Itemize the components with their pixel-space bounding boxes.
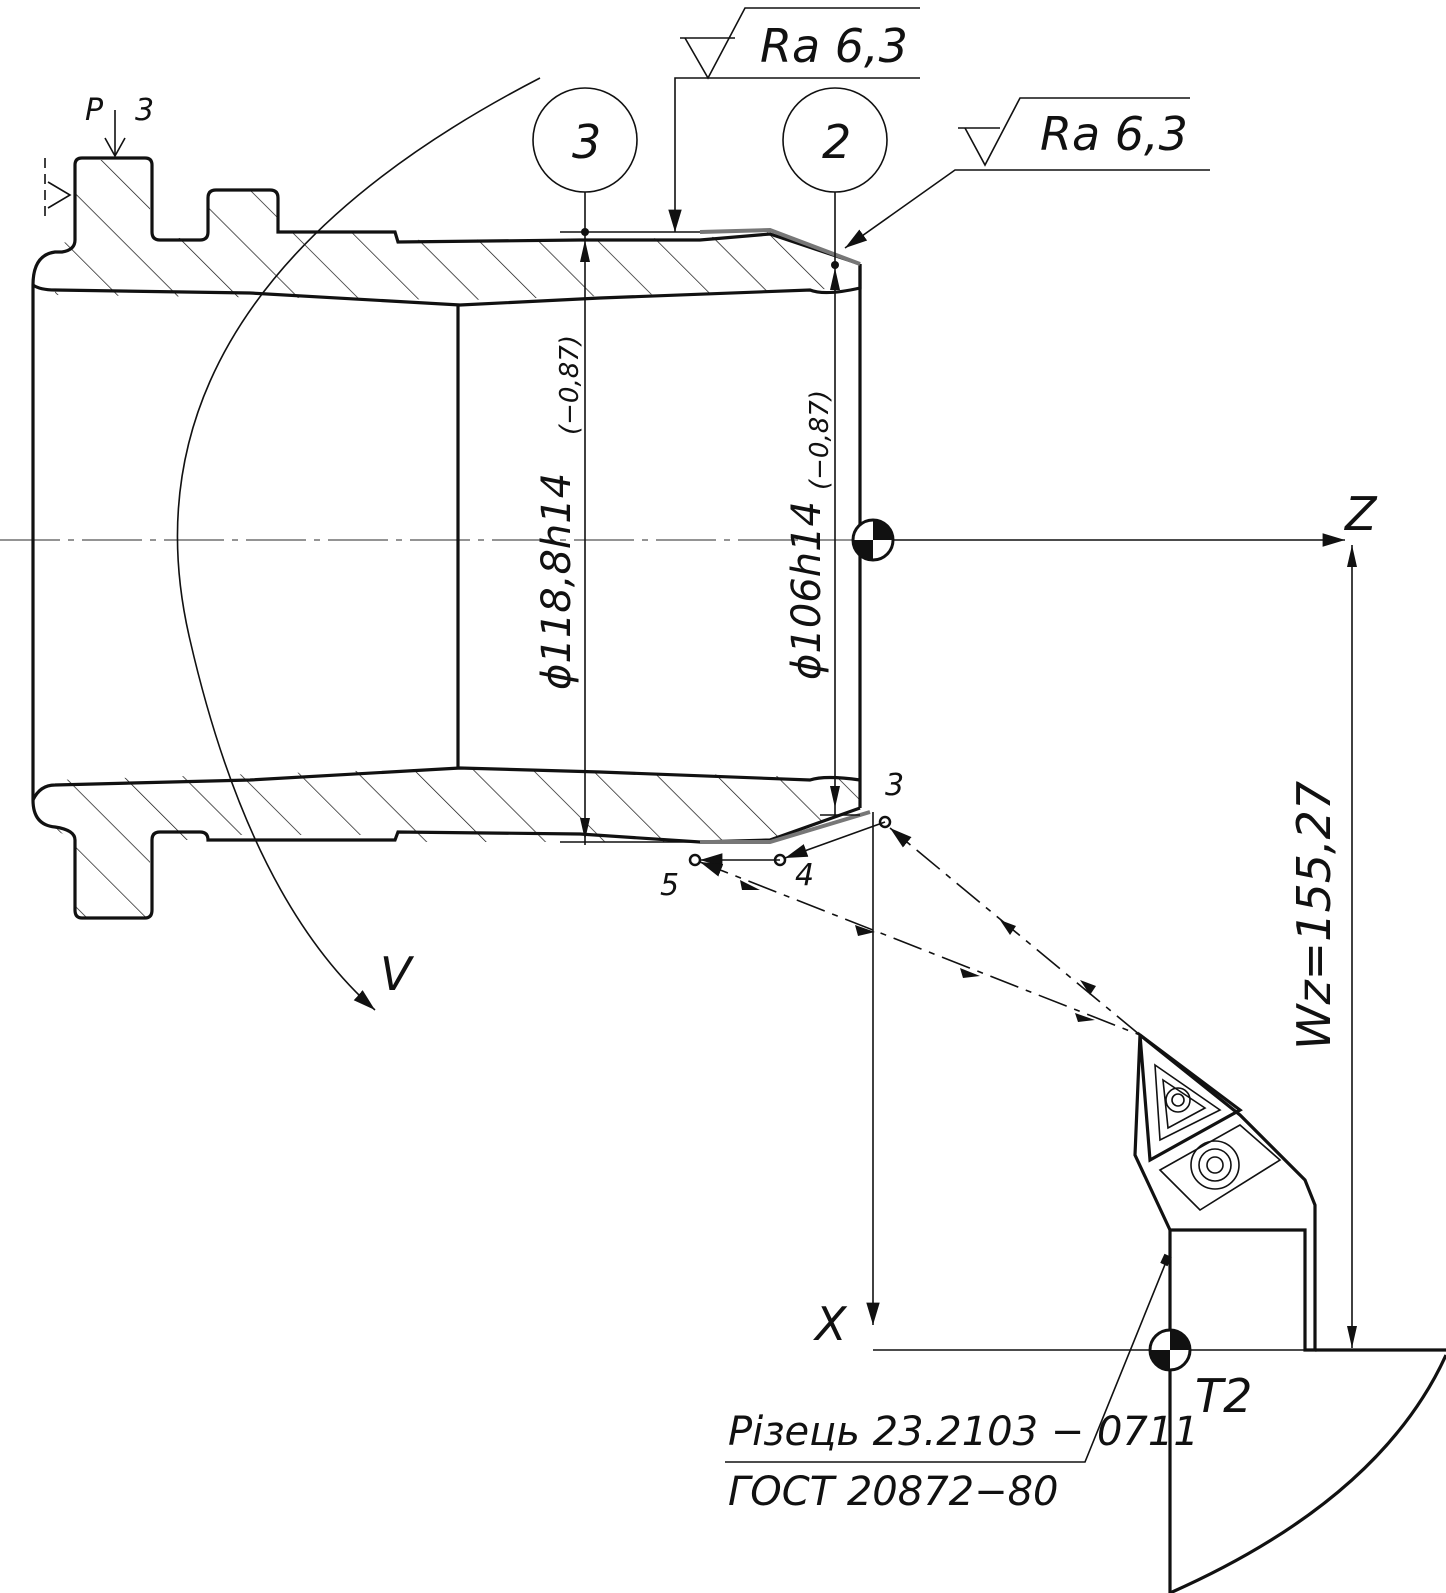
part-outline-top <box>31 156 861 286</box>
axis-z-label: Z <box>1343 487 1378 541</box>
dim-118-arrow-bot <box>580 818 590 840</box>
wz-label: Wz=155,27 <box>1287 781 1341 1050</box>
roughness-2-leader <box>844 169 1210 249</box>
bottom-wall-hatch <box>55 768 860 918</box>
rapid-approach <box>889 827 1141 1036</box>
axis-v-label: V <box>380 947 415 1001</box>
rapid-return <box>699 861 1141 1036</box>
rotation-arc <box>176 77 541 1011</box>
axis-x-label: X <box>813 1297 848 1351</box>
tool-post-arc <box>1169 1354 1446 1593</box>
tool-number-label: T2 <box>1195 1369 1252 1423</box>
finish-path-bottom <box>700 810 871 844</box>
dim-106-arrow-bot <box>830 786 840 808</box>
part-inner-top <box>32 264 862 307</box>
dim-106-arrow-top <box>830 268 840 290</box>
tool-leader <box>725 1261 1167 1463</box>
roughness-1-label: Ra 6,3 <box>760 19 908 73</box>
cutting-tool <box>1133 1031 1317 1352</box>
part-inner-bottom <box>31 766 861 801</box>
roughness-symbol-1 <box>684 7 920 80</box>
point-4-label: 4 <box>795 858 814 893</box>
path-3-4 <box>784 821 886 859</box>
dim-118-arrow-top <box>580 240 590 262</box>
dim-118-label: ϕ118,8h14 <box>534 473 580 690</box>
point-5-label: 5 <box>660 868 679 903</box>
datum-triangle <box>47 181 72 209</box>
tool-line2: ГОСТ 20872−80 <box>728 1469 1059 1515</box>
point-3-label: 3 <box>885 768 904 803</box>
roughness-symbol-2 <box>964 97 1190 167</box>
dim-118-dot <box>581 228 589 236</box>
dim-106-label: ϕ106h14 <box>784 501 830 680</box>
roughness-1-leader <box>668 77 920 232</box>
finish-path-top <box>699 227 861 266</box>
dim-106-dot <box>831 261 839 269</box>
tool-line1: Різець 23.2103 − 0711 <box>728 1409 1199 1455</box>
roughness-2-label: Ra 6,3 <box>1040 107 1188 161</box>
point-5 <box>688 853 702 867</box>
rough-p-label: P <box>85 93 104 128</box>
dim-118-tol: (−0,87) <box>555 335 585 435</box>
callout-3-label: 3 <box>572 115 601 169</box>
rough-3-label: 3 <box>135 93 154 128</box>
part-outline-bottom <box>31 799 861 920</box>
dim-106-tol: (−0,87) <box>805 390 835 490</box>
callout-2-label: 2 <box>822 115 851 169</box>
